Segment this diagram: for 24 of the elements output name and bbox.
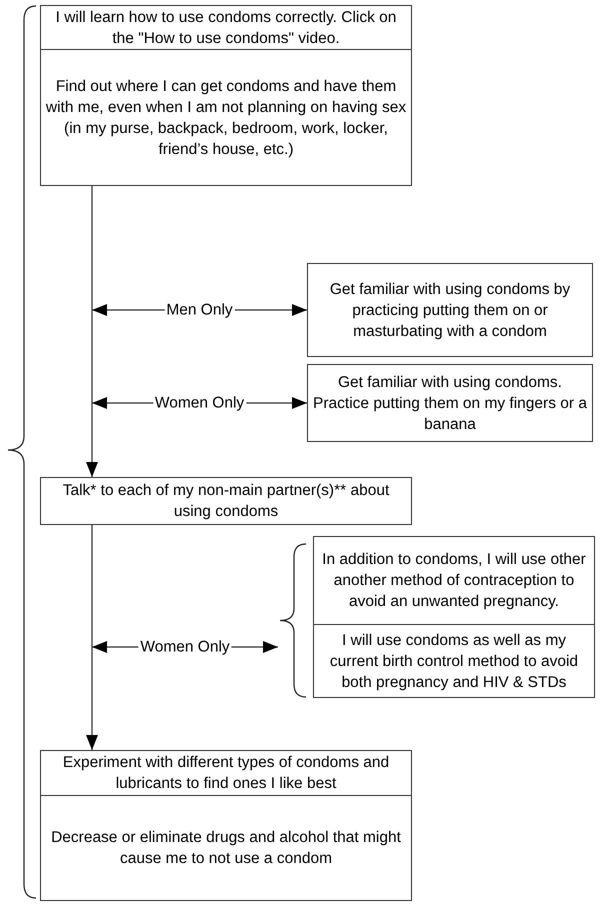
box-text: Talk* to each of my non-main partner(s)** about using condoms (62, 481, 390, 522)
curly-brace (278, 543, 306, 698)
box-text: I will use condoms as well as my current birth control method to avoid both pregnancy and HIV & STDs (328, 630, 580, 692)
process-box (40, 750, 412, 796)
box-text: Experiment with different types of condoms and lubricants to find ones I like best (62, 753, 390, 794)
box-text: Get familiar with using condoms by practicing putting them on or masturbating with a condom (328, 280, 572, 342)
arrow (86, 525, 98, 750)
process-box (40, 477, 412, 525)
box-text: Get familiar with using condoms. Practice putting them on my fingers or a banana (312, 372, 588, 434)
edge-label: Men Only (164, 300, 235, 320)
edge-label: Women Only (138, 638, 232, 656)
process-box (40, 49, 412, 186)
process-box (307, 263, 593, 357)
edge-label: Women Only (152, 394, 246, 412)
process-box (313, 536, 595, 625)
arrow (86, 186, 98, 477)
box-text: Find out where I can get condoms and have them with me, even when I am not planning on having sex (in my purse, backpack, bedroom, work, locker, friend’s house, etc.) (45, 76, 407, 160)
process-box (40, 5, 412, 50)
box-text: I will learn how to use condoms correctly. Click on the "How to use condoms" video. (54, 8, 398, 48)
process-box (313, 624, 595, 698)
process-box (307, 364, 593, 442)
box-text: Decrease or eliminate drugs and alcohol that might cause me to not use a condom (50, 828, 402, 869)
box-text: In addition to condoms, I will use other another method of contraception to avoid an unwanted pregnancy. (321, 550, 587, 612)
process-box (40, 795, 412, 901)
